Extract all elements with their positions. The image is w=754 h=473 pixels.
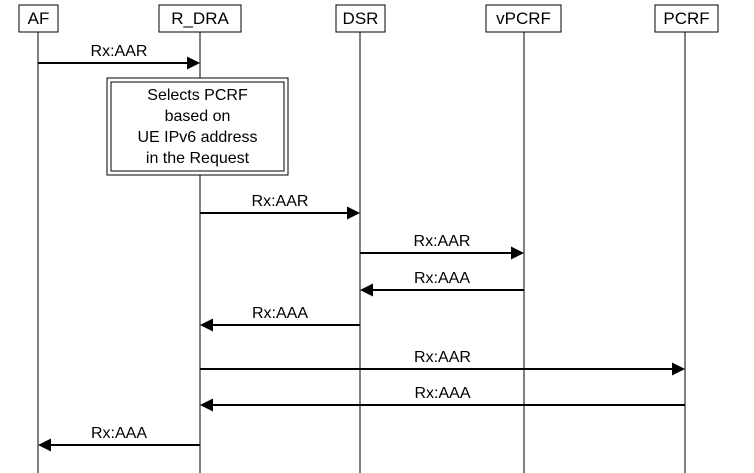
actor-box-af — [18, 4, 59, 33]
actor-label-af: AF — [28, 9, 50, 28]
message-m2[interactable]: Rx:AAR — [200, 193, 360, 220]
note-text-line-2: based on — [165, 108, 231, 125]
message-label-m2: Rx:AAR — [252, 193, 309, 210]
actor-header-pcrf[interactable]: PCRF — [654, 4, 719, 33]
note-inner-border — [110, 81, 285, 172]
message-m7[interactable]: Rx:AAA — [200, 385, 685, 412]
actor-header-af[interactable]: AF — [18, 4, 59, 33]
actor-box-vpcrf — [485, 4, 562, 33]
message-m1[interactable]: Rx:AAR — [38, 43, 200, 70]
note-group: Selects PCRF based on UE IPv6 address in th… — [106, 77, 289, 176]
message-label-m1: Rx:AAR — [91, 43, 148, 60]
actor-box-dsr — [335, 4, 386, 33]
note-text-line-1: Selects PCRF — [147, 87, 248, 104]
actor-label-vpcrf: vPCRF — [496, 9, 551, 28]
message-arrowhead-m6 — [672, 362, 685, 376]
actor-header-dsr[interactable]: DSR — [335, 4, 386, 33]
message-label-m8: Rx:AAA — [91, 425, 147, 442]
actor-label-dsr: DSR — [343, 9, 379, 28]
message-label-m6: Rx:AAR — [414, 349, 471, 366]
actor-headers-group: AF R_DRA DSR vPCRF PCRF — [18, 4, 719, 33]
actor-box-pcrf — [654, 4, 719, 33]
message-arrowhead-m2 — [347, 206, 360, 220]
message-label-m4: Rx:AAA — [414, 270, 470, 287]
actor-box-rdra — [158, 4, 242, 33]
message-arrowhead-m4 — [360, 283, 373, 297]
actor-header-vpcrf[interactable]: vPCRF — [485, 4, 562, 33]
message-m8[interactable]: Rx:AAA — [38, 425, 200, 452]
message-label-m7: Rx:AAA — [414, 385, 470, 402]
message-arrowhead-m3 — [511, 246, 524, 260]
message-m5[interactable]: Rx:AAA — [200, 305, 360, 332]
note-text-line-3: UE IPv6 address — [137, 129, 257, 146]
actor-label-pcrf: PCRF — [663, 9, 709, 28]
actor-header-rdra[interactable]: R_DRA — [158, 4, 242, 33]
message-label-m3: Rx:AAR — [414, 233, 471, 250]
message-arrowhead-m7 — [200, 398, 213, 412]
message-m6[interactable]: Rx:AAR — [200, 349, 685, 376]
message-m3[interactable]: Rx:AAR — [360, 233, 524, 260]
message-arrowhead-m5 — [200, 318, 213, 332]
message-m4[interactable]: Rx:AAA — [360, 270, 524, 297]
message-arrowhead-m1 — [187, 56, 200, 70]
message-arrowhead-m8 — [38, 438, 51, 452]
message-label-m5: Rx:AAA — [252, 305, 308, 322]
actor-label-rdra: R_DRA — [171, 9, 229, 28]
messages-group: Rx:AAR Rx:AAR Rx:AAR Rx:AAA Rx:AAA Rx:AAR Rx:A… — [38, 43, 685, 452]
note-text-line-4: in the Request — [146, 150, 250, 167]
